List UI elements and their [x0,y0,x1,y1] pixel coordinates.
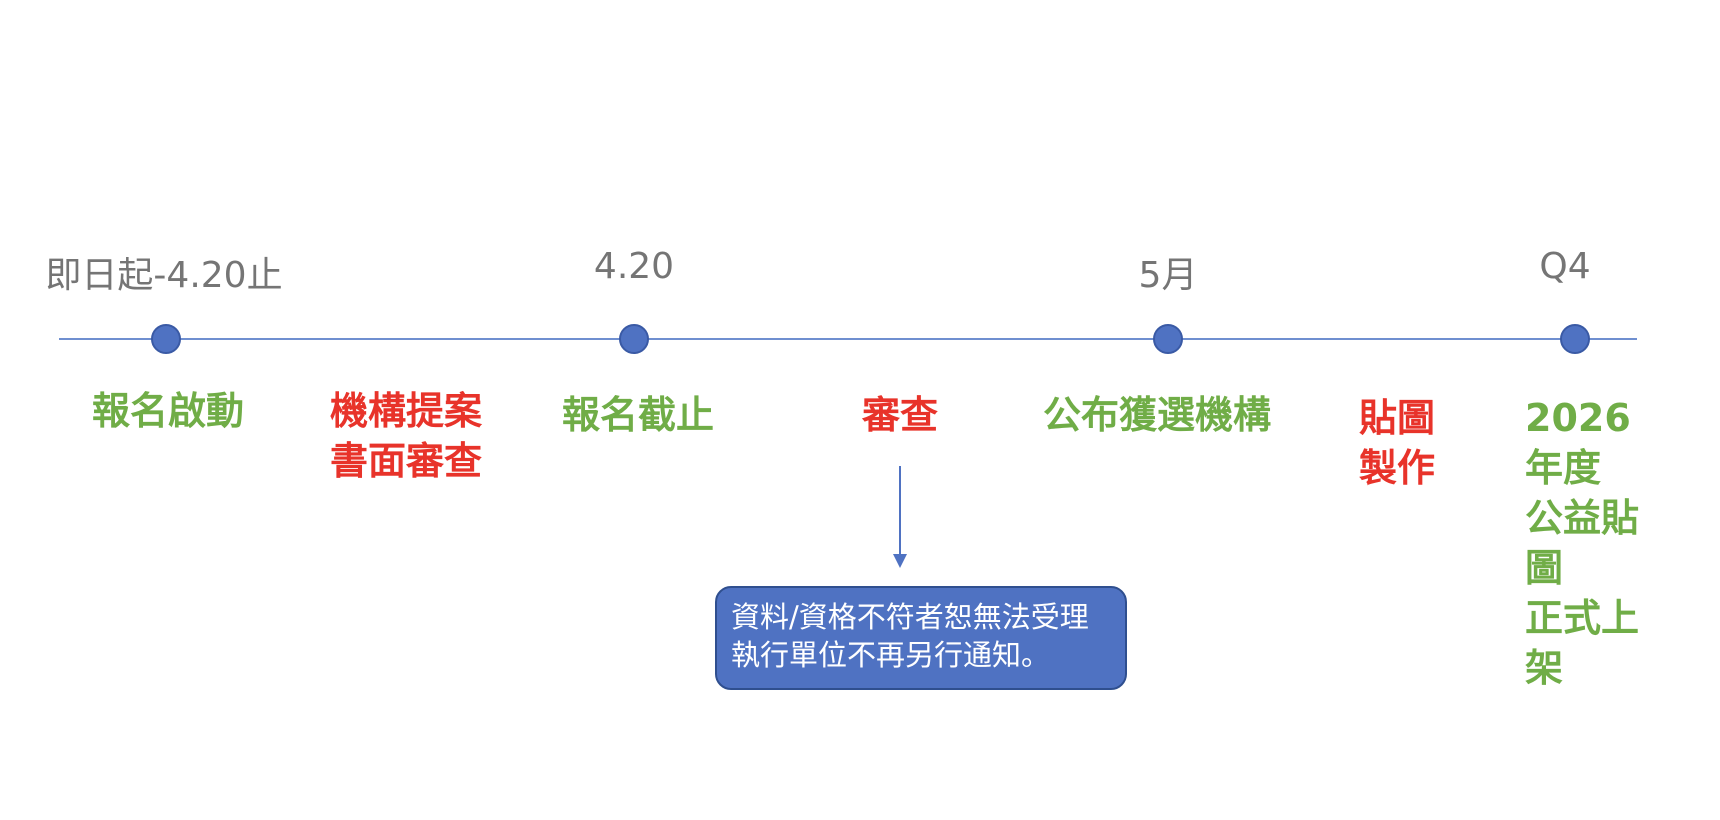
stage-review: 審查 [861,393,939,437]
timeline-node-start [151,324,181,354]
stage-sticker-production: 貼圖 製作 [1358,396,1436,490]
timeline-node-may [1153,324,1183,354]
timeline-node-deadline [619,324,649,354]
stage-registration-closing: 報名截止 [561,393,715,437]
timeline-node-q4 [1560,324,1590,354]
review-note-line-1: 資料/資格不符者恕無法受理 [731,600,1089,634]
date-label-deadline: 4.20 [593,246,675,287]
review-note-box: 資料/資格不符者恕無法受理 執行單位不再另行通知。 [715,586,1127,690]
stage-announce: 公布獲選機構 [1042,393,1272,437]
stage-proposal-review: 機構提案 書面審查 [329,389,483,483]
date-label-q4: Q4 [1539,246,1591,287]
review-note-line-2: 執行單位不再另行通知。 [731,638,1051,672]
timeline-axis-line [59,338,1637,340]
date-label-may: 5月 [1138,255,1198,296]
stage-launch: 報名啟動 [91,389,245,433]
review-arrow-line [899,466,901,556]
date-label-start: 即日起-4.20止 [45,255,283,296]
review-arrow-head [893,554,907,568]
stage-release: 2026年度 公益貼圖 正式上架 [1525,396,1640,690]
